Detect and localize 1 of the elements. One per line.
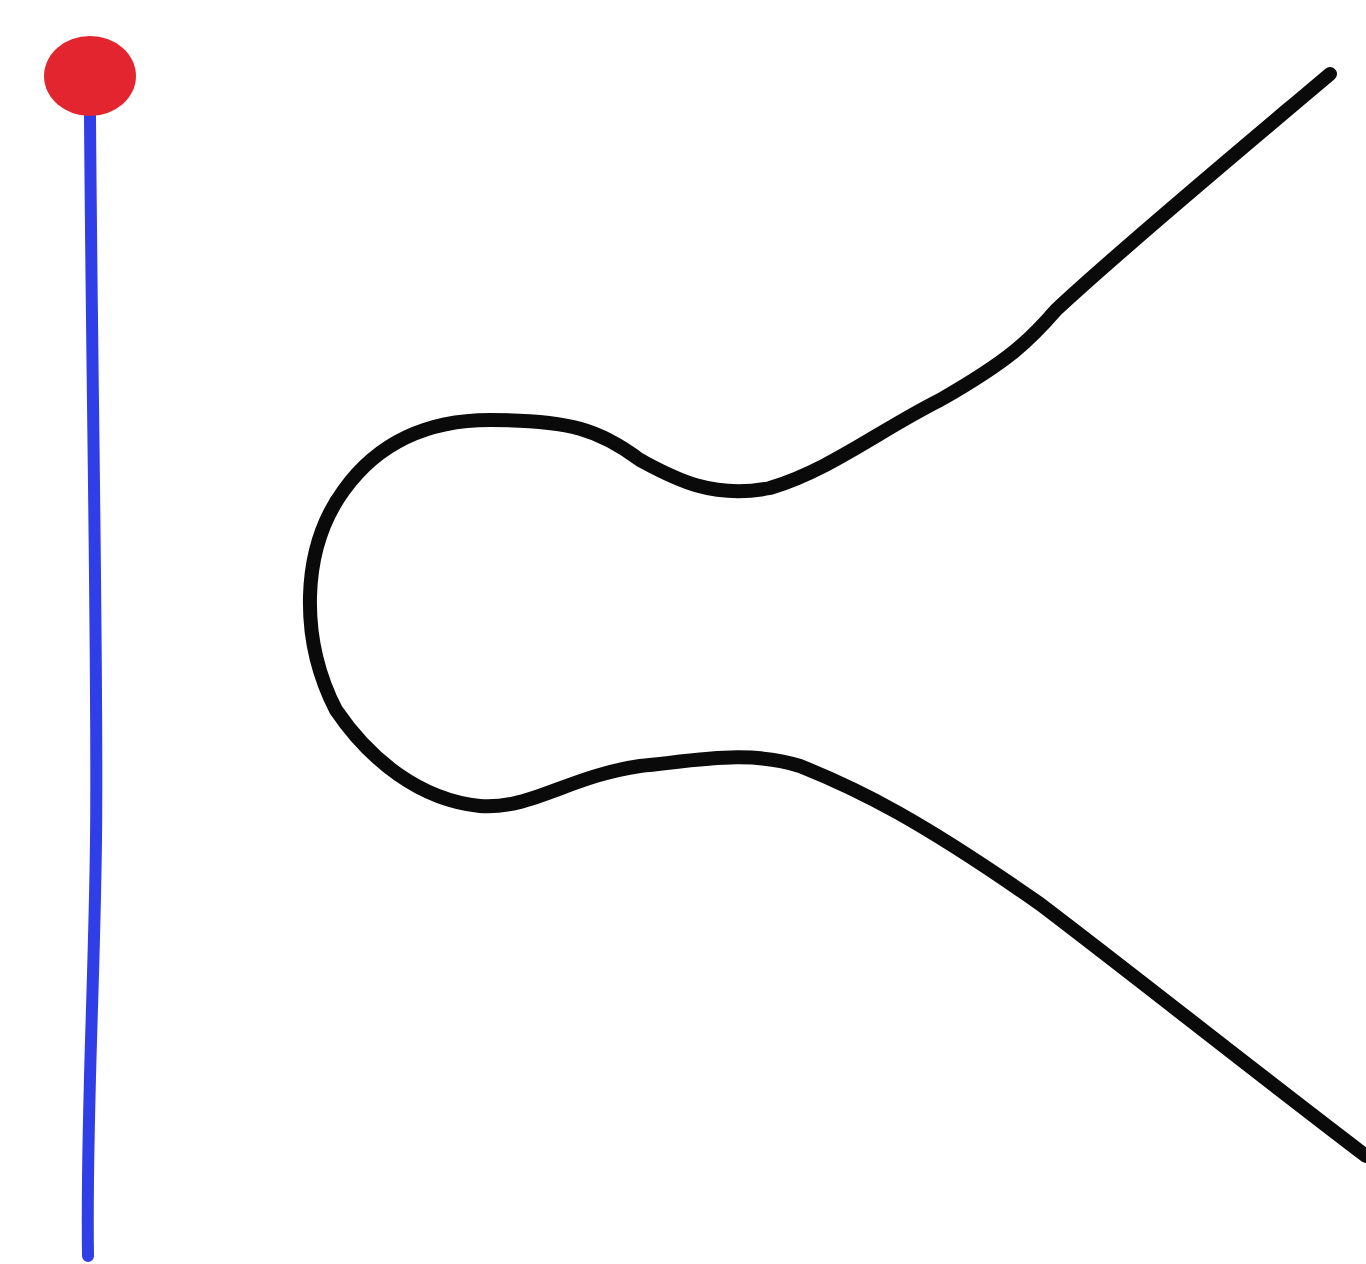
dot (44, 36, 136, 116)
